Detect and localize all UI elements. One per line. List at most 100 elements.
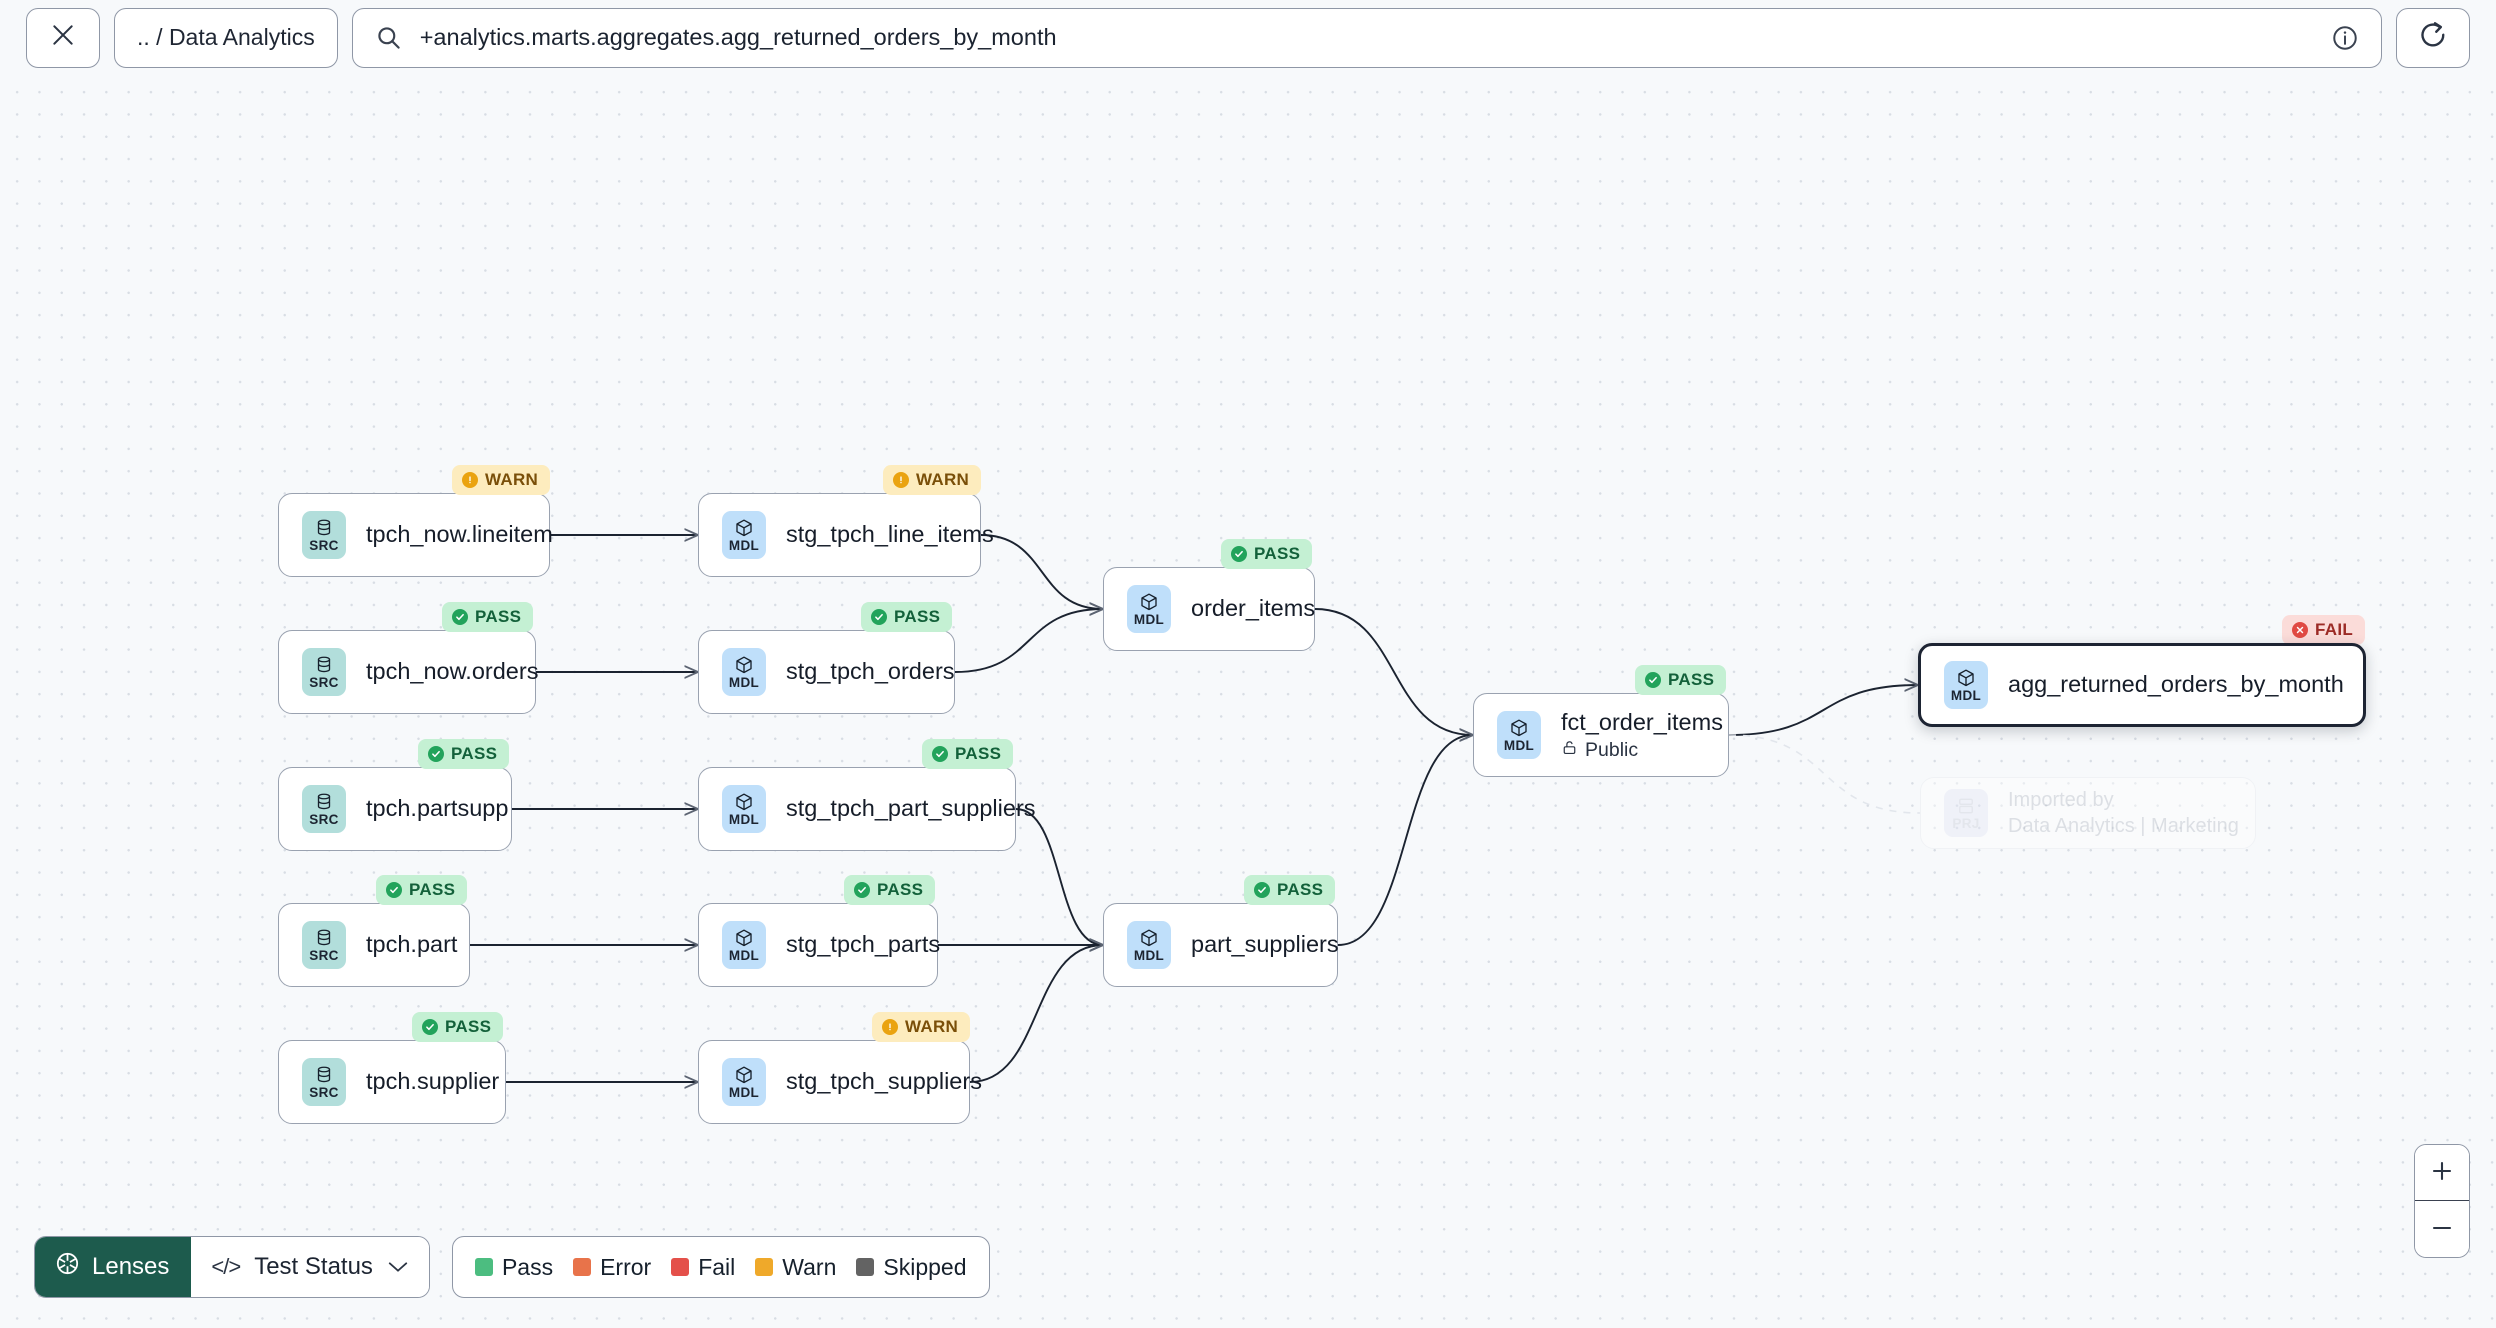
unlock-icon (1561, 739, 1578, 761)
status-badge-pass[interactable]: PASS (1221, 539, 1313, 569)
status-badge-pass[interactable]: PASS (418, 739, 510, 769)
legend-swatch (755, 1258, 774, 1276)
status-badge-pass[interactable]: PASS (844, 875, 936, 905)
close-button[interactable] (26, 7, 100, 68)
type-label: SRC (309, 537, 339, 553)
legend-item-error[interactable]: Error (573, 1254, 651, 1281)
database-icon (314, 1065, 334, 1085)
status-badge-warn[interactable]: WARN (883, 465, 982, 495)
node-title: stg_tpch_part_suppliers (786, 795, 1036, 822)
status-badge-pass[interactable]: PASS (376, 875, 468, 905)
node-body: stg_tpch_part_suppliers (786, 795, 1036, 822)
status-dot-icon (893, 472, 909, 488)
legend-item-warn[interactable]: Warn (755, 1254, 836, 1281)
src-type-chip: SRC (302, 1058, 346, 1106)
node-title: part_suppliers (1191, 931, 1339, 958)
graph-node-tpch_partsupp[interactable]: SRC tpch.partsupp (278, 767, 512, 851)
status-badge-label: PASS (955, 744, 1002, 763)
status-badge-pass[interactable]: PASS (412, 1012, 504, 1042)
status-dot-icon (462, 472, 478, 488)
status-badge-pass[interactable]: PASS (442, 602, 534, 632)
status-badge-label: PASS (1277, 880, 1324, 899)
zoom-out-button[interactable] (2415, 1201, 2469, 1257)
type-label: SRC (309, 811, 339, 827)
status-badge-pass[interactable]: PASS (1244, 875, 1336, 905)
edge-stg_tpch_suppliers-to-part_suppliers (969, 945, 1103, 1083)
mdl-type-chip: MDL (1944, 661, 1988, 709)
type-label: SRC (309, 674, 339, 690)
aperture-icon (55, 1251, 80, 1283)
legend-swatch (856, 1258, 875, 1276)
node-body: order_items (1191, 595, 1315, 622)
status-dot-icon (854, 882, 870, 898)
status-badge-pass[interactable]: PASS (922, 739, 1014, 769)
cube-icon (734, 792, 754, 812)
src-type-chip: SRC (302, 511, 346, 559)
search-bar[interactable]: +analytics.marts.aggregates.agg_returned… (351, 7, 2382, 68)
cube-icon (734, 928, 754, 948)
status-badge-label: PASS (894, 607, 941, 626)
node-title: stg_tpch_orders (786, 658, 955, 685)
node-body: tpch.partsupp (366, 795, 508, 822)
type-label: MDL (728, 1084, 760, 1100)
legend-item-fail[interactable]: Fail (671, 1254, 735, 1281)
node-body: part_suppliers (1191, 931, 1339, 958)
refresh-button[interactable] (2396, 7, 2470, 68)
mdl-type-chip: MDL (722, 511, 766, 559)
status-badge-pass[interactable]: PASS (1635, 665, 1727, 695)
legend-label: Fail (698, 1253, 736, 1280)
legend-item-pass[interactable]: Pass (474, 1254, 553, 1281)
status-badge-pass[interactable]: PASS (861, 602, 953, 632)
cube-icon (734, 655, 754, 675)
edge-stg_tpch_line_items-to-order_items (980, 534, 1103, 609)
status-dot-icon (1254, 882, 1270, 898)
test-status-dropdown[interactable]: </> Test Status (191, 1237, 429, 1297)
edge-stg_tpch_orders-to-order_items (954, 609, 1103, 673)
node-title: stg_tpch_suppliers (786, 1068, 982, 1095)
status-badge-warn[interactable]: WARN (872, 1012, 971, 1042)
zoom-in-button[interactable] (2415, 1145, 2469, 1201)
status-dot-icon (452, 609, 468, 625)
legend-item-skipped[interactable]: Skipped (856, 1253, 967, 1281)
edge-layer (470, 75, 1921, 1328)
lenses-label: Lenses (92, 1253, 170, 1280)
node-subtitle: Data Analytics | Marketing (2008, 815, 2239, 838)
info-icon[interactable] (2331, 24, 2359, 52)
zoom-controls (2414, 1144, 2470, 1258)
minus-icon (2430, 1216, 2454, 1243)
status-badge-warn[interactable]: WARN (452, 465, 551, 495)
graph-node-stg_tpch_suppliers[interactable]: MDL stg_tpch_suppliers (698, 1040, 982, 1124)
legend-label: Skipped (883, 1253, 967, 1280)
breadcrumb[interactable]: .. / Data Analytics (114, 7, 338, 68)
type-label: PRJ (1952, 815, 1980, 831)
breadcrumb-label: .. / Data Analytics (137, 24, 315, 50)
lenses-button[interactable]: Lenses (35, 1237, 192, 1297)
cube-icon (1509, 718, 1529, 738)
status-badge-fail[interactable]: FAIL (2282, 615, 2366, 645)
search-icon (375, 24, 402, 51)
edge-fct_order_items-to-imported_by_project (1728, 734, 1921, 814)
edge-stg_tpch_part_suppliers-to-part_suppliers (1015, 808, 1103, 945)
database-icon (314, 792, 334, 812)
status-dot-icon (1645, 672, 1661, 688)
cube-icon (734, 518, 754, 538)
status-badge-label: WARN (916, 470, 970, 489)
legend-swatch (474, 1258, 493, 1276)
search-input[interactable]: +analytics.marts.aggregates.agg_returned… (419, 24, 1057, 50)
